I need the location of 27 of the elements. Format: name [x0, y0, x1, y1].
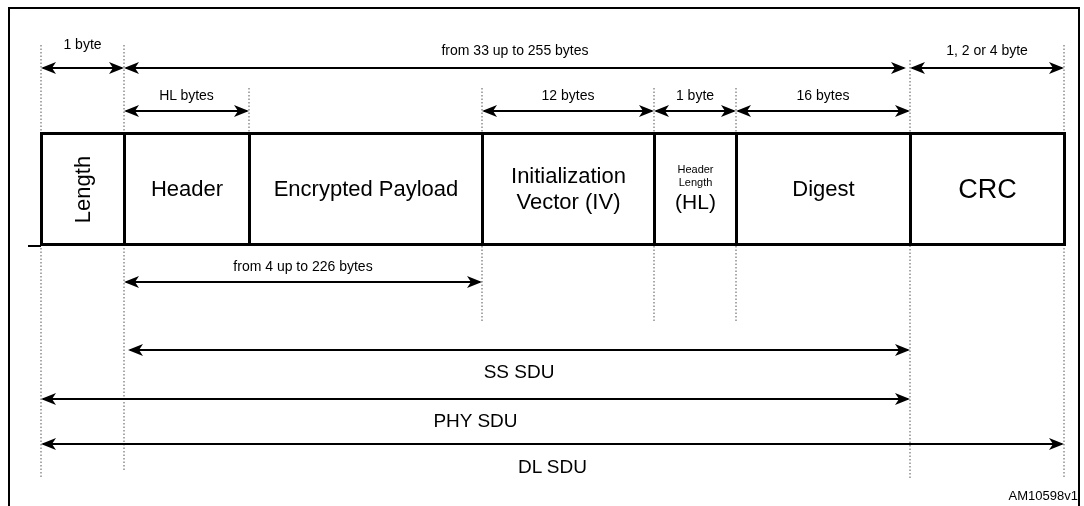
- frame-field-box: [248, 132, 484, 246]
- frame-field-box: [909, 132, 1066, 246]
- frame-field-box: [653, 132, 738, 246]
- field-label: (HL): [675, 189, 716, 215]
- field-label: Digest: [791, 176, 856, 202]
- dimension-label: 1, 2 or 4 byte: [946, 41, 1028, 60]
- dimension-label: 1 byte: [675, 86, 715, 105]
- dimension-label: PHY SDU: [433, 409, 518, 433]
- frame-field-box: [481, 132, 656, 246]
- dimension-label: from 4 up to 226 bytes: [233, 257, 373, 276]
- dimension-label: HL bytes: [159, 86, 214, 105]
- dimension-label: SS SDU: [483, 360, 555, 384]
- dimension-label: from 33 up to 255 bytes: [441, 41, 589, 60]
- field-label: CRC: [958, 172, 1017, 206]
- dimension-label: 1 byte: [63, 35, 102, 54]
- dimension-label: 16 bytes: [796, 86, 850, 105]
- dimension-label: 12 bytes: [541, 86, 595, 105]
- figure-id: AM10598v1: [1008, 487, 1078, 505]
- field-label: Initialization Vector (IV): [510, 163, 627, 215]
- field-label: Header Length: [676, 163, 715, 189]
- frame-field-box: [123, 132, 251, 246]
- frame-field-box: [735, 132, 912, 246]
- dimension-label: DL SDU: [518, 455, 587, 479]
- field-label: Header: [149, 176, 225, 202]
- field-label: Length: [69, 155, 97, 223]
- field-label: Encrypted Payload: [272, 176, 460, 202]
- frame-field-box: [40, 132, 126, 246]
